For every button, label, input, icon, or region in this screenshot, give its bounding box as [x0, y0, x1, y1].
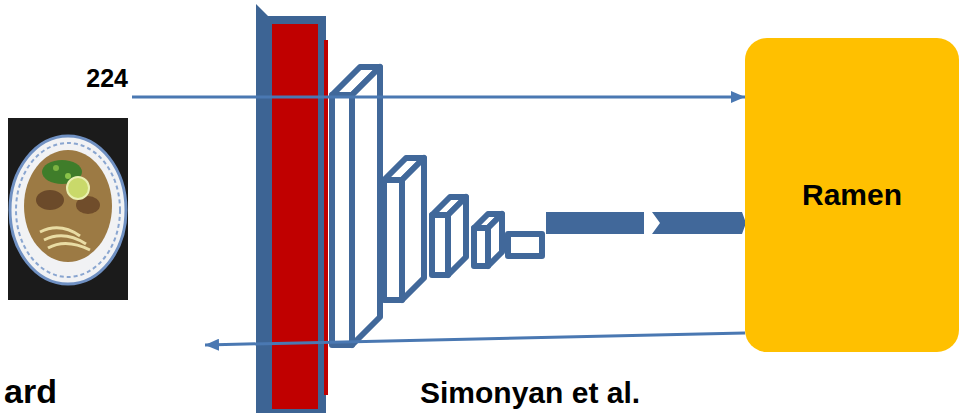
layer-side: [352, 67, 380, 345]
fc-layer: [546, 212, 644, 234]
layer-front: [508, 234, 542, 256]
scallion: [53, 165, 59, 171]
broth: [24, 150, 112, 262]
ramen-photo: [8, 118, 128, 300]
layer-front: [332, 95, 352, 345]
lime: [67, 177, 89, 199]
layer-front: [384, 180, 402, 300]
class-label: Ramen: [802, 178, 902, 212]
input-size: 224: [86, 64, 128, 93]
cnn-network: [256, 4, 746, 413]
input-layer: [268, 20, 322, 413]
photo-ground: [8, 118, 128, 300]
scallion: [65, 173, 71, 179]
layer-side: [402, 158, 424, 300]
layer-front: [432, 215, 448, 275]
conv-layers: [332, 67, 542, 345]
citation: Simonyan et al.: [420, 376, 640, 410]
bowl: [10, 136, 126, 284]
backward-arrow: [205, 333, 745, 345]
class-box: Ramen: [745, 38, 959, 352]
fc-layer: [652, 212, 746, 234]
forward-arrow: [132, 96, 745, 99]
image-node: 224: [8, 64, 132, 302]
pork-slice: [36, 190, 64, 210]
bowl-pattern: [16, 143, 120, 277]
cut-caption: ard: [4, 372, 57, 411]
layer-front: [474, 228, 488, 266]
noodles: [40, 228, 90, 250]
